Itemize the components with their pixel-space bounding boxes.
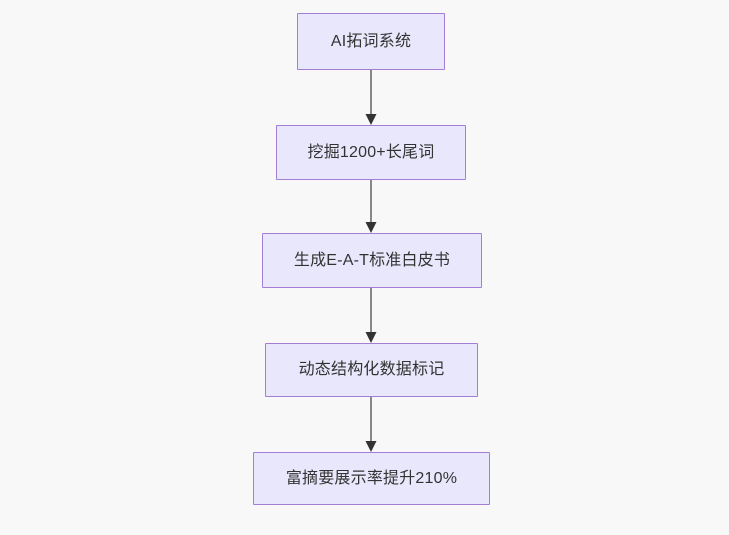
flowchart-node-ai-keyword-system[interactable]: AI拓词系统	[297, 13, 445, 70]
flow-edge-4	[359, 397, 383, 452]
flowchart-node-label: 生成E-A-T标准白皮书	[293, 251, 451, 269]
flowchart-node-label: 动态结构化数据标记	[298, 361, 445, 379]
flow-edge-2	[359, 180, 383, 233]
flowchart-node-label: 挖掘1200+长尾词	[307, 143, 435, 161]
arrowhead-icon	[365, 332, 377, 343]
arrowhead-icon	[365, 114, 377, 125]
flow-edge-1	[359, 70, 383, 125]
flow-edge-3	[359, 288, 383, 343]
flowchart-node-longtail-keywords[interactable]: 挖掘1200+长尾词	[276, 125, 466, 180]
flowchart-node-eat-whitepaper[interactable]: 生成E-A-T标准白皮书	[262, 233, 482, 288]
arrowhead-icon	[365, 441, 377, 452]
flowchart-node-structured-data-markup[interactable]: 动态结构化数据标记	[265, 343, 478, 397]
flowchart-node-label: AI拓词系统	[330, 32, 412, 50]
flowchart-node-rich-snippet-result[interactable]: 富摘要展示率提升210%	[253, 452, 490, 505]
flowchart-node-label: 富摘要展示率提升210%	[285, 469, 458, 487]
arrowhead-icon	[365, 222, 377, 233]
